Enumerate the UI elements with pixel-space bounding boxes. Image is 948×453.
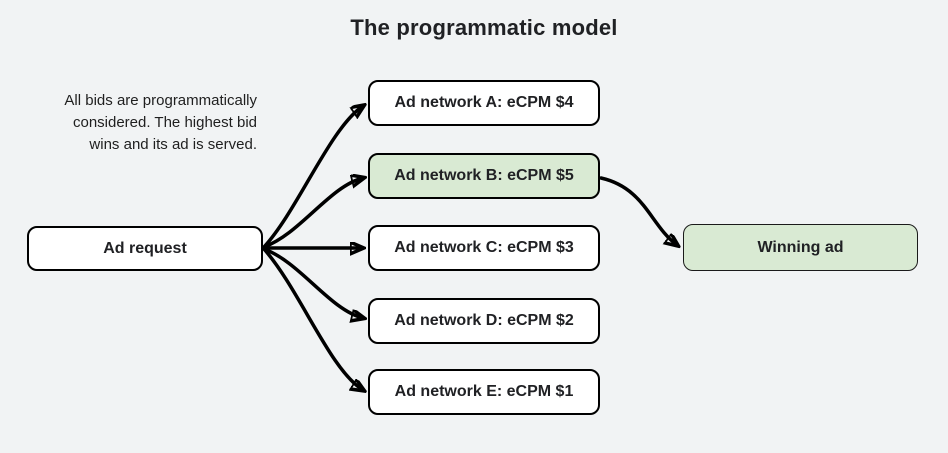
node-ad-network-d: Ad network D: eCPM $2 xyxy=(368,298,600,344)
node-winning-ad-label: Winning ad xyxy=(757,238,844,256)
node-ad-network-e: Ad network E: eCPM $1 xyxy=(368,369,600,415)
node-ad-network-b-label: Ad network B: eCPM $5 xyxy=(394,167,574,184)
description-note: All bids are programmatically considered… xyxy=(0,90,257,156)
node-ad-network-b-highest-bid: Ad network B: eCPM $5 xyxy=(368,153,600,199)
node-winning-ad: Winning ad xyxy=(683,224,918,271)
arrow-request-to-network-e xyxy=(262,247,363,390)
diagram-title: The programmatic model xyxy=(350,15,618,40)
arrow-request-to-network-d xyxy=(262,247,363,318)
note-line-1: All bids are programmatically xyxy=(64,92,257,109)
node-ad-network-a: Ad network A: eCPM $4 xyxy=(368,80,600,126)
node-ad-network-c-label: Ad network C: eCPM $3 xyxy=(394,239,574,256)
node-ad-network-a-label: Ad network A: eCPM $4 xyxy=(394,94,574,111)
node-ad-request-label: Ad request xyxy=(103,239,187,257)
node-ad-network-e-label: Ad network E: eCPM $1 xyxy=(394,383,574,400)
node-ad-request: Ad request xyxy=(27,226,263,271)
arrow-request-to-network-b xyxy=(262,178,363,249)
note-line-3: wins and its ad is served. xyxy=(89,136,257,153)
note-line-2: considered. The highest bid xyxy=(72,114,257,131)
arrow-network-b-to-winning-ad xyxy=(599,176,677,245)
arrow-request-to-network-a xyxy=(262,106,363,249)
node-ad-network-d-label: Ad network D: eCPM $2 xyxy=(394,312,574,329)
node-ad-network-c: Ad network C: eCPM $3 xyxy=(368,225,600,271)
